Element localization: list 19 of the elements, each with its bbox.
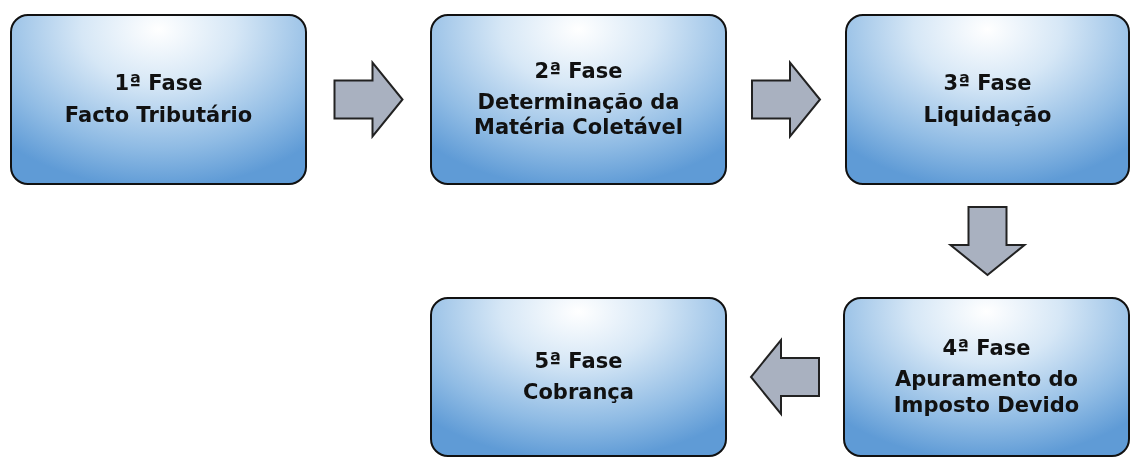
block-arrow: [751, 59, 822, 140]
phase-title: Determinação da Matéria Coletável: [473, 89, 684, 141]
phase-title: Cobrança: [523, 380, 634, 406]
process-box: [843, 297, 1130, 457]
process-box: [430, 14, 727, 185]
block-arrow: [947, 206, 1028, 277]
block-arrow: [333, 59, 404, 140]
block-arrow: [749, 337, 820, 417]
process-box: [430, 297, 727, 457]
phase-number: 2ª Fase: [534, 58, 623, 84]
phase-title: Apuramento do Imposto Devido: [892, 367, 1081, 418]
phase-number: 3ª Fase: [943, 71, 1032, 97]
process-box: [10, 14, 307, 185]
phase-number: 1ª Fase: [114, 71, 203, 97]
phase-title: Liquidação: [923, 102, 1052, 128]
phase-number: 4ª Fase: [942, 336, 1031, 362]
phase-title: Facto Tributário: [64, 102, 253, 128]
phase-number: 5ª Fase: [534, 348, 623, 374]
process-box: [845, 14, 1130, 185]
